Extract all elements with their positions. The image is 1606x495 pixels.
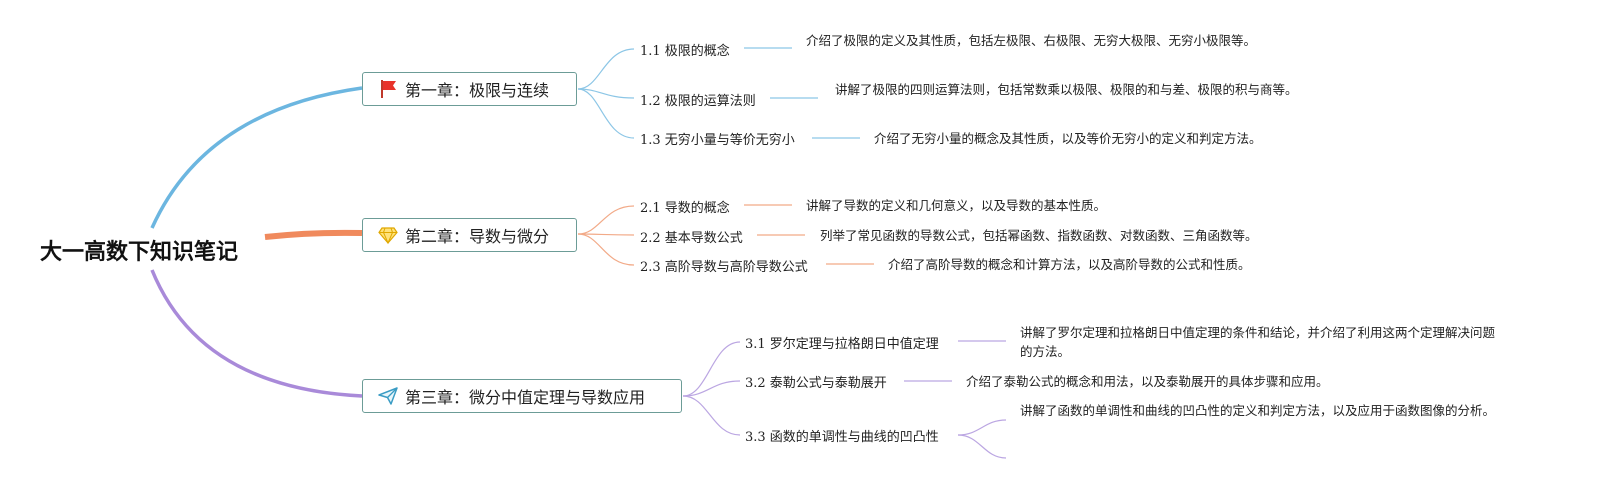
section-2-3-title[interactable]: 2.3 高阶导数与高阶导数公式	[640, 260, 808, 275]
desc-line-3-3a	[957, 419, 1007, 436]
sub-line-2-2	[577, 233, 635, 236]
branch-line-chapter-2	[264, 229, 363, 240]
sub-line-3-3	[682, 395, 741, 436]
section-3-1-title[interactable]: 3.1 罗尔定理与拉格朗日中值定理	[745, 337, 939, 352]
section-1-2-title[interactable]: 1.2 极限的运算法则	[640, 94, 756, 109]
section-2-1-desc: 讲解了导数的定义和几何意义，以及导数的基本性质。	[806, 198, 1107, 213]
section-2-2-title[interactable]: 2.2 基本导数公式	[640, 231, 743, 246]
section-1-3-title[interactable]: 1.3 无穷小量与等价无穷小	[640, 133, 795, 148]
section-1-1-desc: 介绍了极限的定义及其性质，包括左极限、右极限、无穷大极限、无穷小极限等。	[806, 33, 1257, 48]
section-3-1-desc: 讲解了罗尔定理和拉格朗日中值定理的条件和结论，并介绍了利用这两个定理解决问题的方…	[1020, 325, 1496, 359]
section-1-2-desc: 讲解了极限的四则运算法则，包括常数乘以极限、极限的和与差、极限的积与商等。	[835, 82, 1298, 97]
desc-line-3-3b	[957, 434, 1007, 459]
red-flag-icon	[377, 78, 399, 100]
section-3-3-title[interactable]: 3.3 函数的单调性与曲线的凹凸性	[745, 430, 939, 445]
sub-line-3-1	[682, 341, 741, 397]
sub-line-1-1	[577, 48, 635, 90]
section-2-2-desc: 列举了常见函数的导数公式，包括幂函数、指数函数、对数函数、三角函数等。	[820, 228, 1258, 243]
section-3-2-desc: 介绍了泰勒公式的概念和用法，以及泰勒展开的具体步骤和应用。	[966, 374, 1329, 389]
section-2-3-desc: 介绍了高阶导数的概念和计算方法，以及高阶导数的公式和性质。	[888, 257, 1251, 272]
root-topic[interactable]: 大一高数下知识笔记	[40, 240, 239, 265]
sub-line-2-1	[577, 205, 635, 235]
branch-line-chapter-3	[150, 269, 363, 398]
chapter-3-title: 第三章：微分中值定理与导数应用	[405, 388, 646, 407]
section-3-3-desc: 讲解了函数的单调性和曲线的凹凸性的定义和判定方法，以及应用于函数图像的分析。	[1020, 403, 1496, 418]
chapter-3-node[interactable]: 第三章：微分中值定理与导数应用	[362, 379, 682, 413]
chapter-2-title: 第二章：导数与微分	[405, 227, 550, 246]
paper-plane-icon	[377, 385, 399, 407]
chapter-1-node[interactable]: 第一章：极限与连续	[362, 72, 577, 106]
section-1-3-desc: 介绍了无穷小量的概念及其性质，以及等价无穷小的定义和判定方法。	[874, 131, 1262, 146]
sub-line-2-3	[577, 233, 635, 266]
chapter-2-node[interactable]: 第二章：导数与微分	[362, 218, 577, 252]
branch-line-chapter-1	[150, 86, 363, 229]
sub-line-1-2	[577, 88, 635, 99]
sub-line-1-3	[577, 88, 635, 139]
section-2-1-title[interactable]: 2.1 导数的概念	[640, 201, 730, 216]
chapter-1-title: 第一章：极限与连续	[405, 81, 550, 100]
sub-line-3-2	[682, 380, 741, 397]
section-3-2-title[interactable]: 3.2 泰勒公式与泰勒展开	[745, 376, 887, 391]
diamond-icon	[377, 224, 399, 246]
section-1-1-title[interactable]: 1.1 极限的概念	[640, 44, 730, 59]
